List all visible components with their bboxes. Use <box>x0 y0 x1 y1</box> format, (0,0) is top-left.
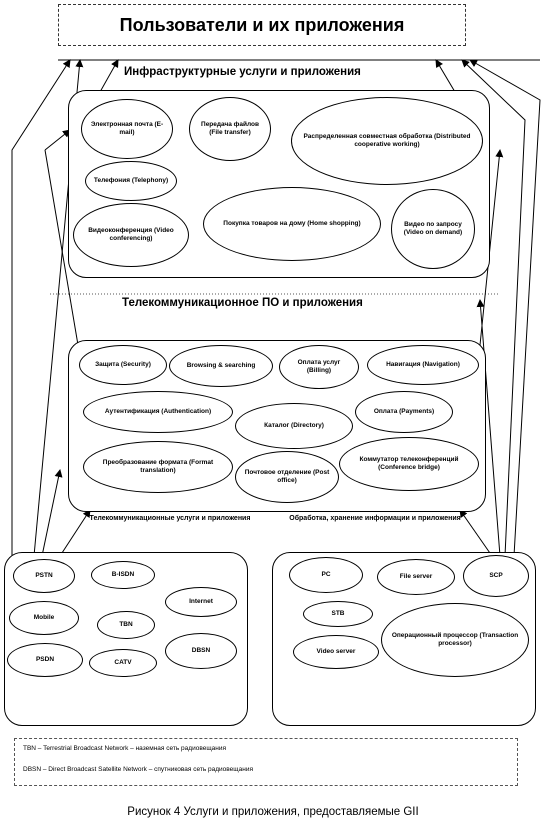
infra-item-telephony: Телефония (Telephony) <box>85 161 177 201</box>
telecom-sw-label: Телекоммуникационное ПО и приложения <box>122 297 363 309</box>
net-item-catv: CATV <box>89 649 157 677</box>
legend-dbsn: DBSN – Direct Broadcast Satellite Networ… <box>23 766 253 773</box>
net-item-mobile: Mobile <box>9 601 79 635</box>
infra-item-videoconferencing: Видеоконференция (Video conferencing) <box>73 203 189 267</box>
tsw-item-format-translation: Преобразование формата (Format translati… <box>83 441 233 493</box>
net-item-psdn: PSDN <box>7 643 83 677</box>
infra-item-email: Электронная почта (E-mail) <box>81 99 173 159</box>
proc-item-pc: PC <box>289 557 363 593</box>
processing-group: PC File server SCP STB Операционный проц… <box>272 552 536 726</box>
tsw-item-security: Защита (Security) <box>79 345 167 385</box>
telecom-sw-group: Защита (Security) Browsing & searching О… <box>68 340 486 512</box>
tsw-item-conference-bridge: Коммутатор телеконференций (Conference b… <box>339 437 479 491</box>
infra-item-home-shopping: Покупка товаров на дому (Home shopping) <box>203 187 381 261</box>
infra-label: Инфраструктурные услуги и приложения <box>124 66 361 78</box>
infra-item-video-on-demand: Видео по запросу (Video on demand) <box>391 189 475 269</box>
proc-item-file-server: File server <box>377 559 455 595</box>
processing-label: Обработка, хранение информации и приложе… <box>289 515 461 522</box>
tsw-item-payments: Оплата (Payments) <box>355 391 453 433</box>
tsw-item-browsing: Browsing & searching <box>169 345 273 387</box>
proc-item-transaction-processor: Операционный процессор (Transaction proc… <box>381 603 529 677</box>
net-item-pstn: PSTN <box>13 559 75 593</box>
proc-item-stb: STB <box>303 601 373 627</box>
infra-group: Электронная почта (E-mail) Передача файл… <box>68 90 490 278</box>
infra-item-distributed-working: Распределенная совместная обработка (Dis… <box>291 97 483 185</box>
proc-item-scp: SCP <box>463 555 529 597</box>
net-item-b-isdn: B-ISDN <box>91 561 155 589</box>
net-item-dbsn: DBSN <box>165 633 237 669</box>
tsw-item-directory: Каталог (Directory) <box>235 403 353 449</box>
legend: TBN – Terrestrial Broadcast Network – на… <box>14 738 518 786</box>
net-item-tbn: TBN <box>97 611 155 639</box>
legend-tbn: TBN – Terrestrial Broadcast Network – на… <box>23 745 227 752</box>
figure-caption: Рисунок 4 Услуги и приложения, предостав… <box>127 806 419 818</box>
infra-item-file-transfer: Передача файлов (File transfer) <box>189 97 271 161</box>
net-item-internet: Internet <box>165 587 237 617</box>
tsw-item-authentication: Аутентификация (Authentication) <box>83 391 233 433</box>
proc-item-video-server: Video server <box>293 635 379 669</box>
tsw-item-post-office: Почтовое отделение (Post office) <box>235 451 339 503</box>
networks-label: Телекоммуникационные услуги и приложения <box>89 515 251 522</box>
page-title: Пользователи и их приложения <box>58 4 466 46</box>
tsw-item-navigation: Навигация (Navigation) <box>367 345 479 385</box>
networks-group: PSTN B-ISDN Internet Mobile TBN PSDN CAT… <box>4 552 248 726</box>
tsw-item-billing: Оплата услуг (Billing) <box>279 345 359 389</box>
